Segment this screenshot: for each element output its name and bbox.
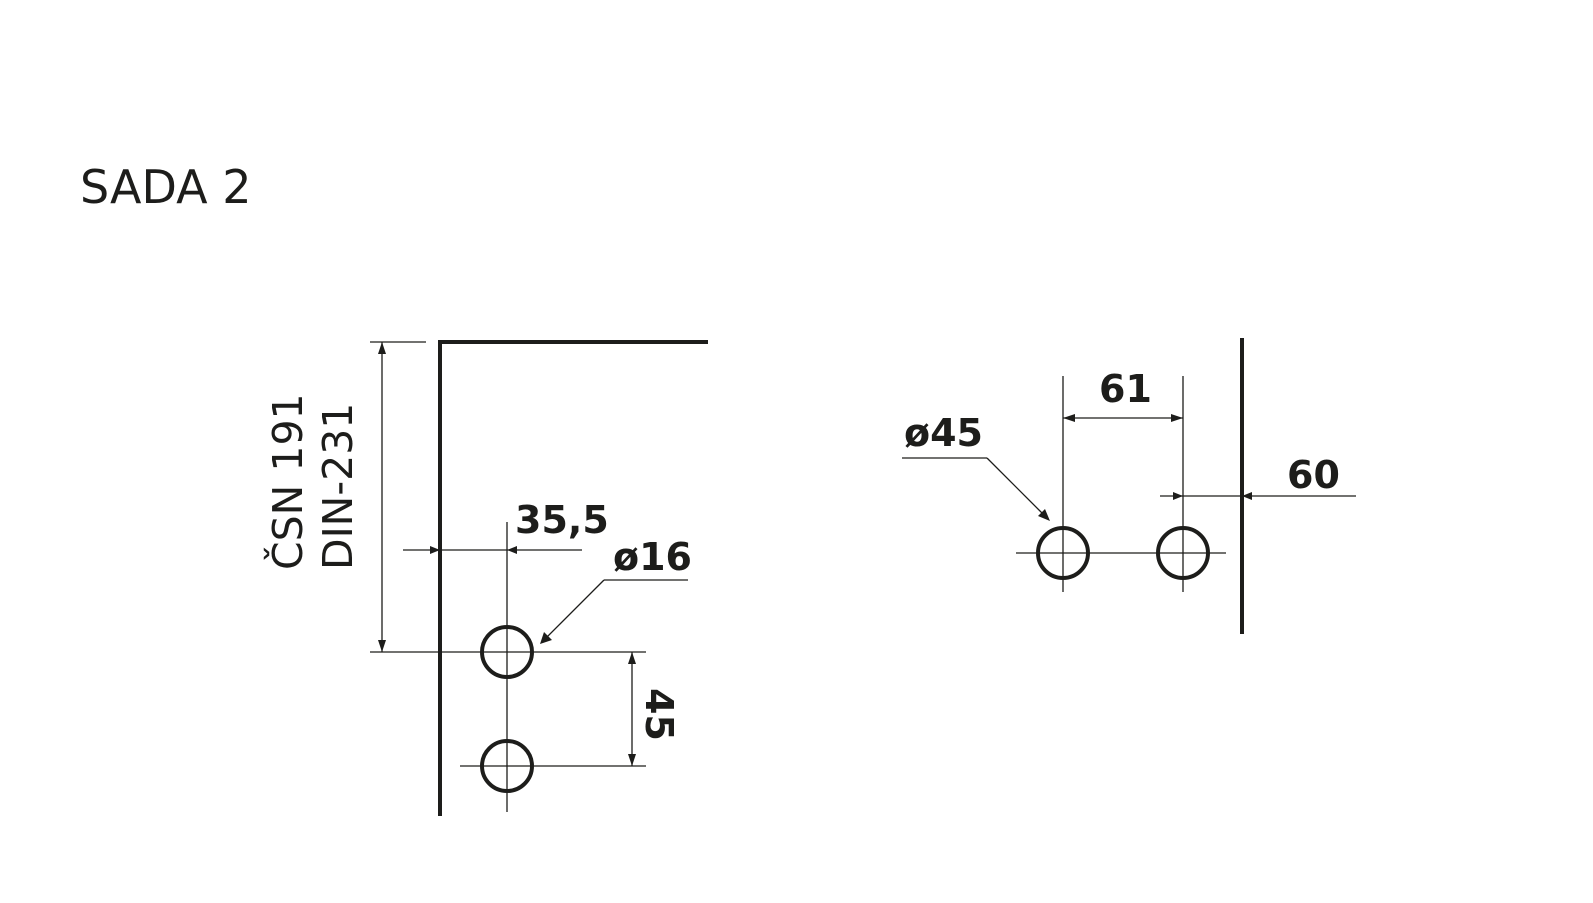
hole-right-2 [1156, 526, 1210, 580]
hole-right-1 [1036, 526, 1090, 580]
diameter-leader-diagonal-right [986, 457, 1047, 518]
offset-arrow-left [430, 546, 440, 554]
standard-csn-label: ČSN 191 [264, 393, 312, 570]
hole-diameter-label-right: ø45 [904, 411, 983, 455]
hole-2 [480, 739, 534, 793]
height-arrow-top [378, 342, 386, 354]
edge-arrow-left [1173, 492, 1183, 500]
hole-1 [480, 625, 534, 679]
spacing-arrow-top [628, 652, 636, 664]
diameter-leader-arrow-right [1038, 509, 1050, 521]
spacing-arrow-bottom [628, 754, 636, 766]
spacing-arrow-left-right [1063, 414, 1075, 422]
diameter-leader-diagonal [544, 579, 605, 640]
left-drawing: ČSN 191 DIN-231 35,5 ø16 45 [264, 340, 708, 816]
hole-diameter-label: ø16 [613, 535, 692, 579]
hole-spacing-label-right: 61 [1099, 367, 1152, 411]
edge-arrow-right [1242, 492, 1252, 500]
offset-arrow-right [507, 546, 517, 554]
edge-offset-label: 60 [1287, 453, 1340, 497]
spacing-arrow-right-right [1171, 414, 1183, 422]
right-drawing: 61 60 ø45 [902, 338, 1356, 634]
height-arrow-bottom [378, 640, 386, 652]
standard-din-label: DIN-231 [314, 403, 362, 570]
diameter-leader-arrow [540, 632, 552, 644]
page-title: SADA 2 [80, 160, 252, 214]
offset-dimension-label: 35,5 [515, 498, 609, 542]
profile-outline [438, 340, 708, 816]
hole-spacing-label: 45 [637, 688, 681, 741]
